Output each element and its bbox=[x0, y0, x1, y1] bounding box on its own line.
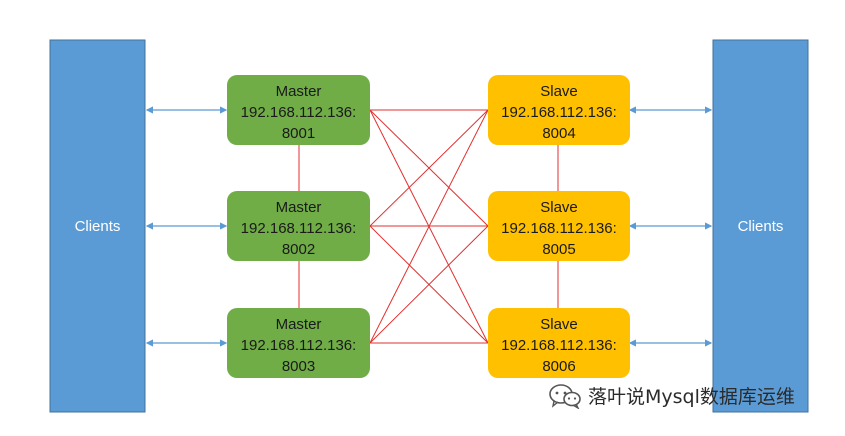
master-3-ip: 192.168.112.136: bbox=[241, 337, 357, 354]
clients-panel-right: Clients bbox=[712, 39, 809, 413]
slave-2-port: 8005 bbox=[542, 241, 575, 258]
master-1-role: Master bbox=[276, 83, 322, 100]
master-1-port: 8001 bbox=[282, 125, 315, 142]
master-2-ip: 192.168.112.136: bbox=[241, 220, 357, 237]
slave-1-role: Slave bbox=[540, 83, 578, 100]
slave-node-1: Slave 192.168.112.136: 8004 bbox=[488, 75, 630, 145]
watermark-text: 落叶说Mysql数据库运维 bbox=[588, 386, 795, 408]
master-3-role: Master bbox=[276, 316, 322, 333]
slave-node-3: Slave 192.168.112.136: 8006 bbox=[488, 308, 630, 378]
master-node-1: Master 192.168.112.136: 8001 bbox=[227, 75, 370, 145]
master-1-ip: 192.168.112.136: bbox=[241, 104, 357, 121]
slave-3-role: Slave bbox=[540, 316, 578, 333]
master-2-role: Master bbox=[276, 199, 322, 216]
master-2-port: 8002 bbox=[282, 241, 315, 258]
link-m2-s1 bbox=[369, 109, 489, 227]
column-links bbox=[298, 145, 559, 308]
slave-2-ip: 192.168.112.136: bbox=[501, 220, 617, 237]
watermark: 落叶说Mysql数据库运维 bbox=[548, 382, 795, 409]
slave-3-ip: 192.168.112.136: bbox=[501, 337, 617, 354]
client-arrows bbox=[145, 106, 713, 347]
clients-right-label: Clients bbox=[738, 218, 784, 235]
clients-left-label: Clients bbox=[75, 218, 121, 235]
slave-node-2: Slave 192.168.112.136: 8005 bbox=[488, 191, 630, 261]
clients-panel-left: Clients bbox=[49, 39, 146, 413]
link-m3-s2 bbox=[369, 225, 489, 344]
cross-links bbox=[369, 109, 489, 344]
master-node-3: Master 192.168.112.136: 8003 bbox=[227, 308, 370, 378]
link-m3-s1 bbox=[369, 109, 489, 344]
slave-1-port: 8004 bbox=[542, 125, 575, 142]
master-3-port: 8003 bbox=[282, 358, 315, 375]
slave-3-port: 8006 bbox=[542, 358, 575, 375]
wechat-icon bbox=[549, 383, 581, 409]
master-node-2: Master 192.168.112.136: 8002 bbox=[227, 191, 370, 261]
slave-2-role: Slave bbox=[540, 199, 578, 216]
slave-1-ip: 192.168.112.136: bbox=[501, 104, 617, 121]
